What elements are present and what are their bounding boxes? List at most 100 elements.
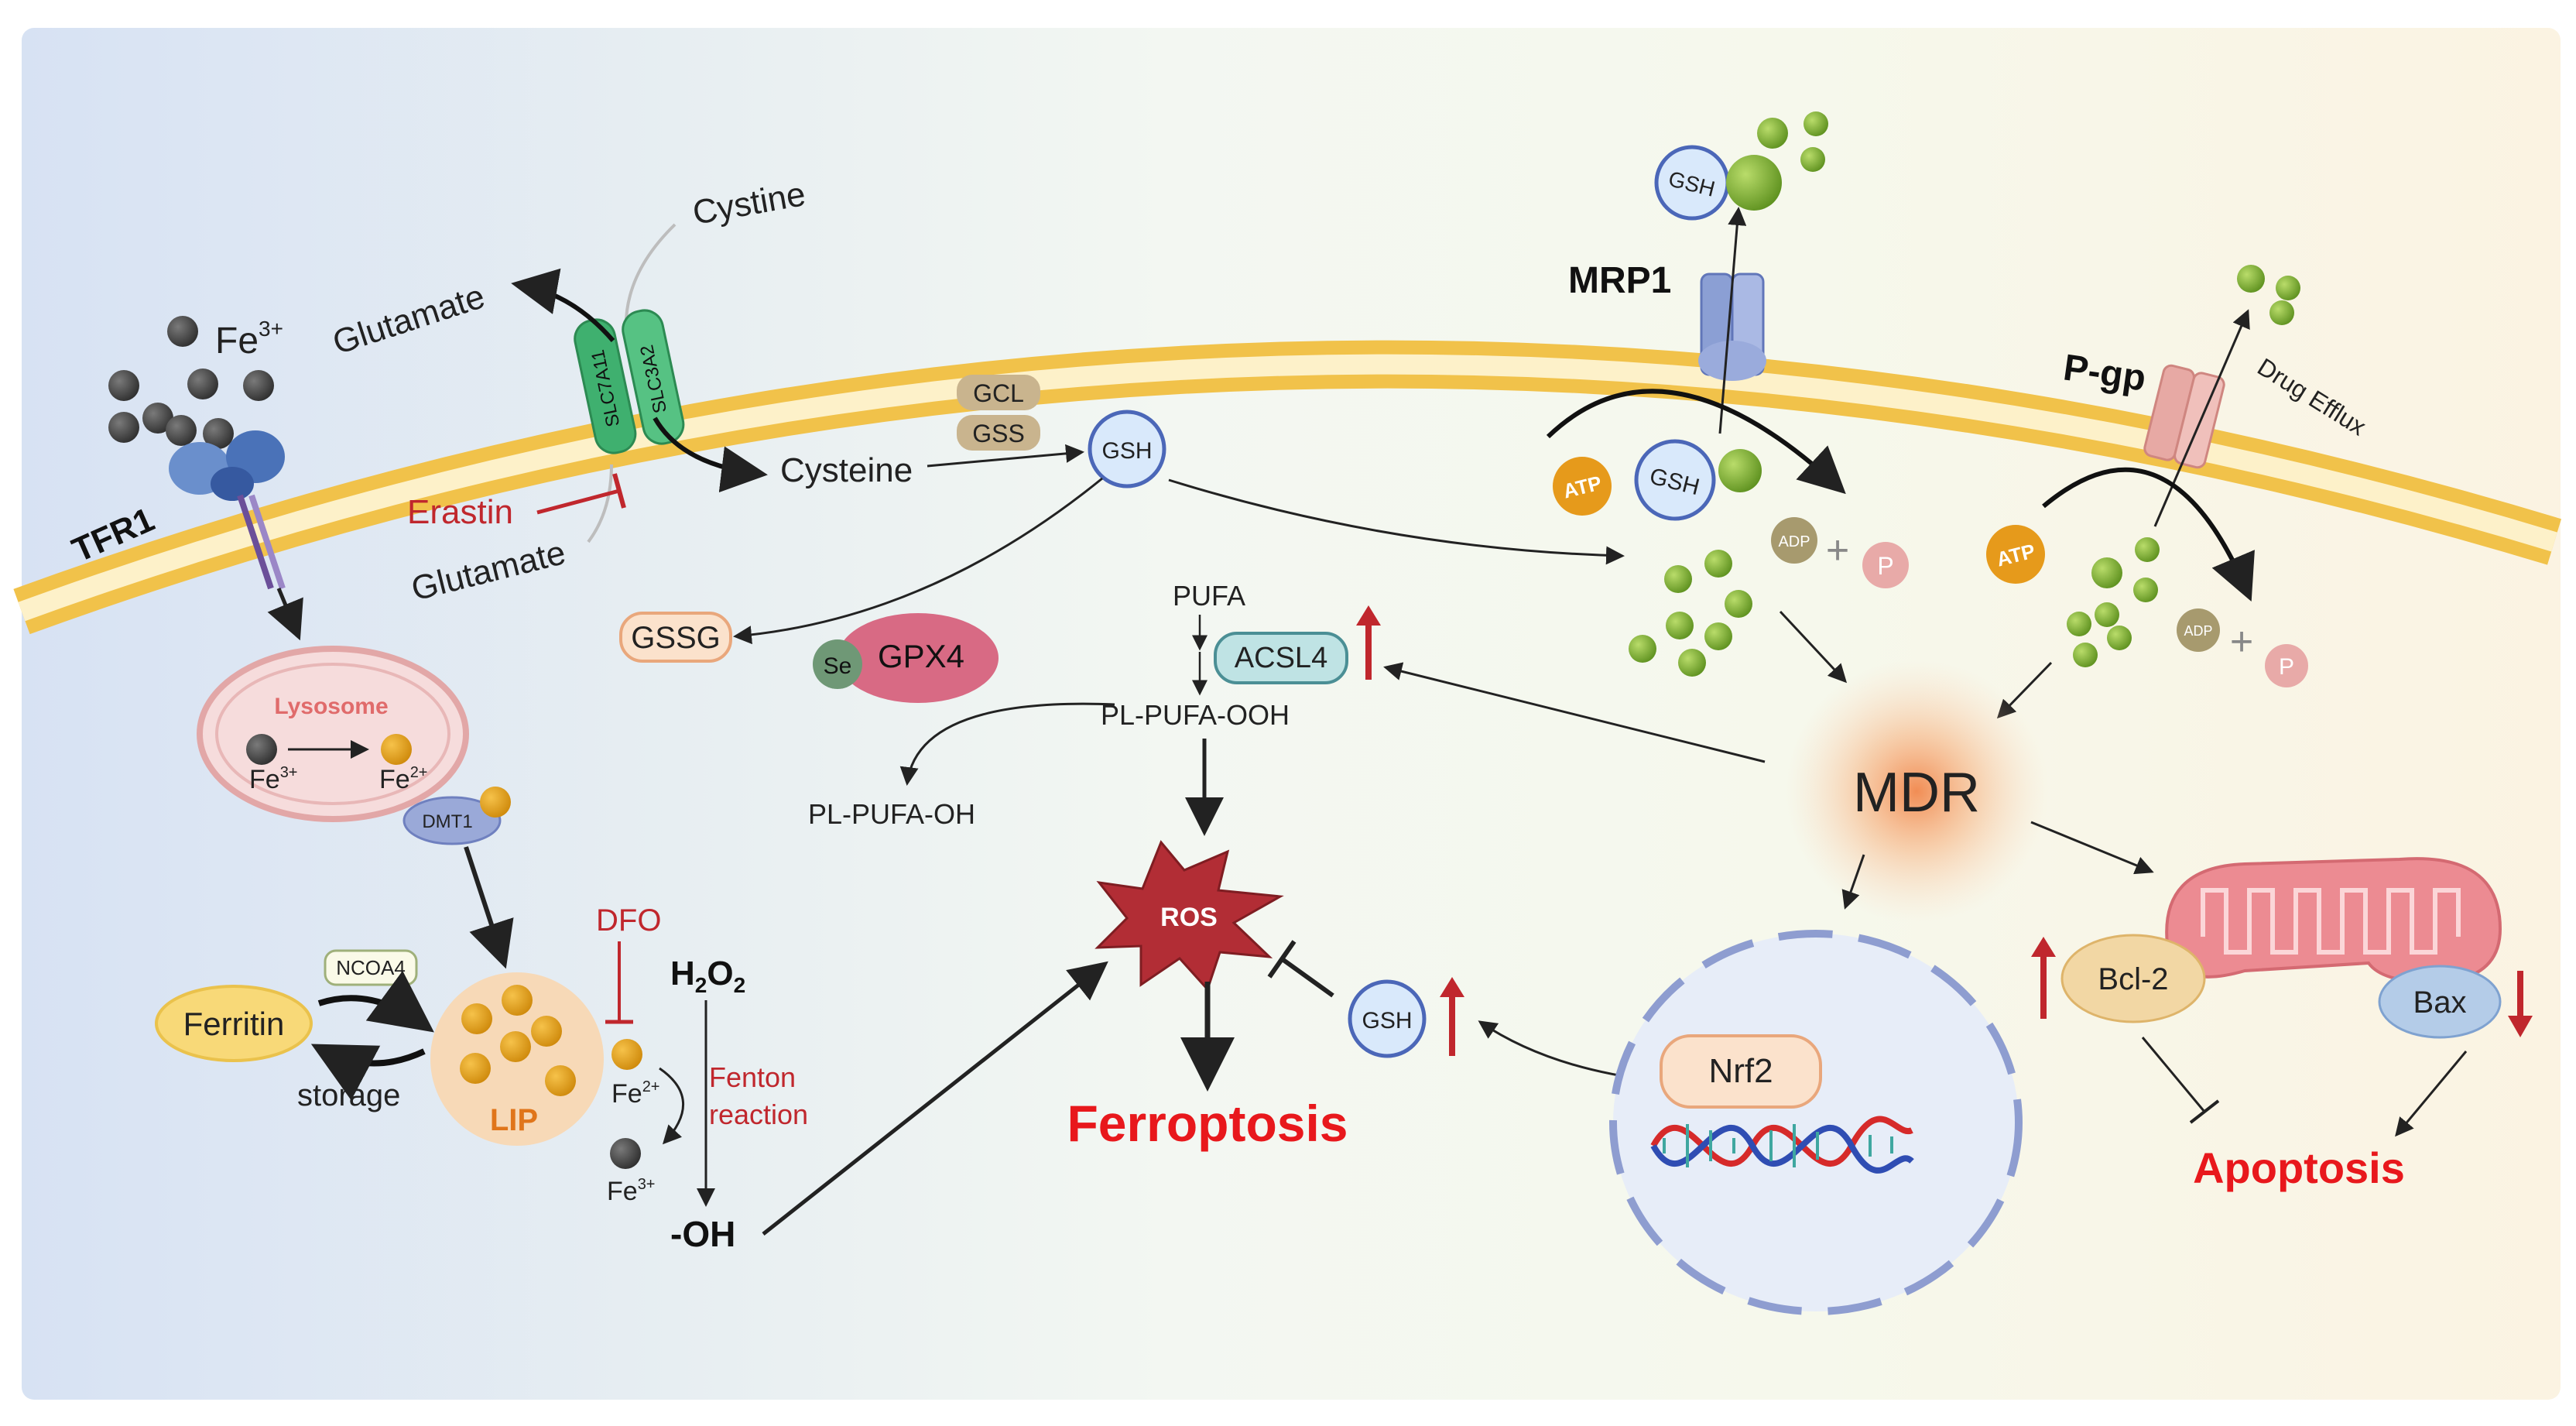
fenton-reaction-label-1: Fenton <box>709 1061 796 1093</box>
cysteine-label: Cysteine <box>780 451 913 489</box>
lysosome <box>197 646 469 822</box>
pgp-top-drug-particles <box>2237 265 2300 325</box>
gss-label: GSS <box>972 420 1025 447</box>
gsh-mrp1-inner-node <box>1634 439 1716 521</box>
tfr1-receptor-icon <box>169 430 286 590</box>
mrp1-inner-drug-particles <box>1629 550 1752 677</box>
lyso-fe3-label: Fe3+ <box>249 764 298 794</box>
fenton-fe3-ball <box>610 1138 641 1169</box>
mrp1-label: MRP1 <box>1568 260 1671 301</box>
oh-to-ros-arrow <box>762 961 1108 1236</box>
gsh-main-node <box>1088 410 1166 488</box>
pl-pufa-ooh-label: PL-PUFA-OOH <box>1101 699 1290 731</box>
dmt1-fe2-ball <box>480 787 511 818</box>
ferroptosis-label: Ferroptosis <box>1067 1095 1348 1152</box>
gsh-to-gssg-arrow <box>733 477 1103 645</box>
gcl-label: GCL <box>973 379 1024 407</box>
p-pgp-label: P <box>2279 654 2294 680</box>
ferritin-node <box>155 985 313 1062</box>
mrp1-inner-drug-ball <box>1718 449 1762 492</box>
dmt1-to-lip-arrow <box>464 846 514 969</box>
lip-fe2-particles <box>460 985 576 1096</box>
nrf2-label: Nrf2 <box>1708 1052 1773 1090</box>
atp-pgp-node <box>1986 525 2045 584</box>
bax-node <box>2378 965 2502 1039</box>
fenton-reaction-label-2: reaction <box>709 1099 808 1130</box>
gss-box <box>957 415 1040 451</box>
bcl2-node <box>2060 934 2206 1023</box>
gpx4-node <box>838 613 999 703</box>
bax-to-apoptosis-arrow <box>2395 1051 2468 1137</box>
plus-mrp1-label: + <box>1826 528 1849 573</box>
fenton-fe-cycle-arrow <box>659 1067 684 1145</box>
cystine-to-cysteine-arrow <box>653 416 768 493</box>
mdr-to-acsl4-arrow <box>1383 662 1766 763</box>
gssg-box <box>619 612 732 663</box>
bax-down-arrow-icon <box>2508 971 2533 1037</box>
pgp-efflux-arrow <box>2153 309 2250 527</box>
lyso-fe2-ball <box>381 734 412 765</box>
gpx4-label: GPX4 <box>878 638 964 674</box>
bcl2-inhibit-apoptosis-line <box>2141 1037 2206 1112</box>
oh-label: -OH <box>670 1214 735 1254</box>
ooh-to-oh-arrow <box>899 702 1115 786</box>
fenton-fe2-label: Fe2+ <box>611 1078 660 1109</box>
erastin-inhibit-bar <box>612 473 626 509</box>
pgp-atp-hydrolysis-arrow <box>2042 467 2255 602</box>
nucleus <box>1609 930 2023 1315</box>
gsh-main-label: GSH <box>1101 438 1152 464</box>
apoptosis-label: Apoptosis <box>2193 1143 2405 1192</box>
mdr-to-mitochondria-arrow <box>2030 821 2154 875</box>
plus-pgp-label: + <box>2230 619 2253 664</box>
acsl4-label: ACSL4 <box>1235 642 1327 674</box>
erastin-inhibit-line <box>536 488 620 515</box>
mitochondria-icon <box>2165 857 2502 984</box>
gsh-to-mrp1-arrow <box>1168 478 1625 565</box>
gsh-ros-node <box>1348 979 1427 1058</box>
fe3-top-label: Fe3+ <box>215 317 283 362</box>
gcl-box <box>957 375 1040 410</box>
lyso-fe2-label: Fe2+ <box>379 764 428 794</box>
fenton-fe3-label: Fe3+ <box>607 1176 656 1206</box>
dfo-label: DFO <box>596 903 661 938</box>
gsh-ros-up-arrow-icon <box>1440 977 1464 1056</box>
h2o2-label: H2O2 <box>670 955 745 997</box>
pl-pufa-oh-label: PL-PUFA-OH <box>808 798 975 830</box>
se-label: Se <box>824 653 852 679</box>
bcl2-inhibit-apoptosis-bar <box>2189 1099 2220 1124</box>
storage-label: storage <box>297 1078 400 1112</box>
nrf2-box <box>1660 1034 1822 1109</box>
dna-helix-icon <box>1650 1116 1914 1174</box>
adp-pgp-node <box>2177 608 2220 652</box>
ncoa4-label: NCOA4 <box>336 956 406 979</box>
erastin-label: Erastin <box>407 493 513 531</box>
ferritin-to-lip-arrow <box>317 970 434 1033</box>
adp-pgp-label: ADP <box>2184 623 2212 639</box>
mdr-glow <box>1785 660 2048 923</box>
atp-mrp1-node <box>1553 457 1612 516</box>
adp-mrp1-node <box>1771 517 1817 564</box>
ros-label: ROS <box>1160 903 1218 932</box>
pufa-label: PUFA <box>1173 580 1245 612</box>
tfr1-to-lysosome-arrow <box>267 588 303 641</box>
fenton-fe2-ball <box>611 1039 642 1070</box>
mrp1-efflux-arrow <box>1718 207 1747 434</box>
bax-label: Bax <box>2413 986 2467 1020</box>
acsl4-up-arrow-icon <box>1356 605 1381 680</box>
gsh-inhibit-ros-line <box>1282 958 1334 998</box>
mrp1-atp-hydrolysis-arrow <box>1546 389 1846 495</box>
dmt1-transporter <box>402 796 502 845</box>
gsh-ros-label: GSH <box>1362 1008 1412 1034</box>
glutamate-curve <box>587 464 613 543</box>
lyso-fe3-ball <box>246 734 277 765</box>
mrp1-transporter-icon <box>1698 273 1766 381</box>
lip-label: LIP <box>490 1103 538 1137</box>
glutamate-efflux-arrow <box>511 268 615 342</box>
bcl2-label: Bcl-2 <box>2098 962 2168 996</box>
bcl2-up-arrow-icon <box>2031 937 2056 1019</box>
ferritin-label: Ferritin <box>183 1006 285 1042</box>
mrp1-to-mdr-arrow <box>1779 610 1848 684</box>
dmt1-label: DMT1 <box>422 811 472 832</box>
